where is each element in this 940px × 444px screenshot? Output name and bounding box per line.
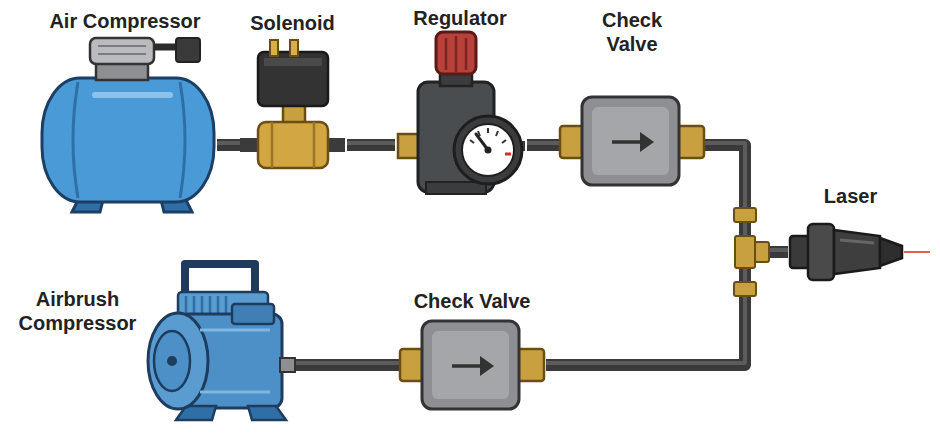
label-box: Air Compressor [35, 9, 215, 33]
solenoid-valve: Solenoid [240, 5, 347, 170]
label-box: Check Valve [400, 289, 544, 313]
check-valve-drawing [560, 97, 704, 185]
check-valve: Check Valve [400, 285, 546, 413]
component-label: Air Compressor [35, 9, 215, 33]
pipe-highlight [217, 141, 240, 145]
air-pipe [295, 359, 400, 371]
pipe-group [217, 143, 240, 145]
label-box: Laser [788, 184, 913, 208]
pipe-highlight [704, 143, 788, 250]
regulator-drawing [398, 32, 525, 194]
air-pipe [527, 139, 560, 151]
label-box: Airbrush Compressor [10, 287, 145, 335]
pipe-highlight [347, 141, 395, 145]
component-label: Check Valve [400, 289, 544, 313]
component-label: Solenoid [240, 11, 345, 35]
air-pipe [347, 139, 395, 151]
air-pipe [217, 139, 240, 151]
component-label: Check Valve [587, 8, 677, 56]
check-valve: Check Valve [560, 2, 704, 188]
pressure-regulator: Regulator [395, 2, 527, 194]
check-valve-drawing [400, 321, 544, 409]
component-label: Airbrush Compressor [10, 287, 145, 335]
laser-drawing [790, 224, 930, 280]
component-label: Laser [788, 184, 913, 208]
laser-head: Laser [788, 182, 915, 282]
label-box: Regulator [395, 6, 525, 30]
pipe-group [295, 363, 400, 365]
label-box: Check Valve [587, 8, 677, 56]
pipe-group [347, 143, 395, 145]
air-compressor: Air Compressor [35, 5, 217, 210]
pipe-group [527, 143, 560, 145]
component-label: Regulator [395, 6, 525, 30]
pipe-highlight [295, 361, 400, 365]
airbrush-compressor-drawing [148, 264, 295, 420]
tee-fitting [734, 208, 769, 296]
air-compressor-drawing [42, 38, 214, 212]
pipe-highlight [527, 141, 560, 145]
solenoid-drawing [240, 40, 345, 168]
label-box: Solenoid [240, 11, 345, 35]
airbrush-compressor: Airbrush Compressor [10, 255, 295, 423]
